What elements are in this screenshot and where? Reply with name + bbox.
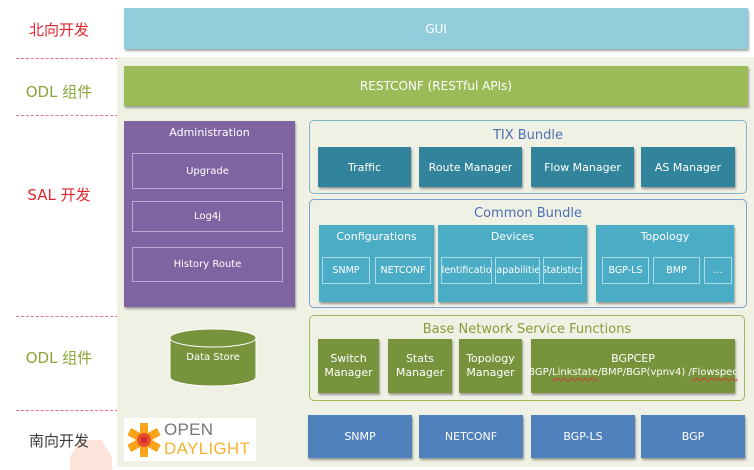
layer-label-odl-components-bottom: ODL 组件: [25, 348, 93, 367]
admin-item-history-route: History Route: [132, 247, 283, 282]
bnsf-item-stats-manager: Stats Manager: [388, 339, 452, 393]
bgpcep-protocols: BGP/Linkstate/BMP/BGP(vpnv4) /Flowspec: [528, 367, 738, 378]
restconf-label: RESTCONF (RESTful APIs): [359, 79, 513, 93]
bnsf-item-line: Stats: [405, 352, 435, 365]
bnsf-item-switch-manager: Switch Manager: [318, 339, 379, 393]
bgpcep-title: BGPCEP: [611, 352, 655, 365]
common-bundle-title: Common Bundle: [474, 206, 582, 221]
restconf-layer: RESTCONF (RESTful APIs): [124, 66, 748, 106]
southbound-item-netconf: NETCONF: [419, 415, 523, 458]
administration-title: Administration: [169, 126, 250, 139]
configurations-title: Configurations: [336, 230, 417, 243]
tix-item-flow-manager: Flow Manager: [531, 147, 634, 187]
gui-label: GUI: [425, 21, 447, 36]
logo-text-daylight: DAYLIGHT: [164, 439, 251, 458]
bnsf-item-line: Manager: [466, 366, 515, 379]
topology-item-bmp: BMP: [653, 257, 700, 284]
database-cylinder-icon: [169, 328, 257, 387]
gui-layer: GUI: [124, 8, 748, 49]
base-network-service-title: Base Network Service Functions: [422, 322, 632, 337]
layer-label-northbound: 北向开发: [28, 20, 89, 39]
device-item-capabilities: Capabilities: [495, 257, 540, 284]
tix-bundle-title: TIX Bundle: [492, 128, 564, 143]
devices-title: Devices: [490, 230, 535, 243]
administration-panel: Administration Upgrade Log4j History Rou…: [124, 121, 295, 307]
layer-divider: [16, 115, 118, 116]
device-item-identification: Identification: [441, 257, 492, 284]
layer-label-sal-development: SAL 开发: [27, 185, 91, 204]
bnsf-item-line: Manager: [395, 366, 445, 379]
bnsf-item-bgpcep: BGPCEP BGP/Linkstate/BMP/BGP(vpnv4) /Flo…: [528, 339, 738, 393]
layer-divider: [16, 316, 118, 317]
layer-label-southbound: 南向开发: [28, 431, 89, 450]
tix-item-as-manager: AS Manager: [641, 147, 735, 187]
layer-divider: [16, 58, 118, 59]
data-store-label: Data Store: [186, 352, 240, 363]
layer-divider: [16, 410, 118, 411]
config-item-netconf: NETCONF: [375, 257, 431, 284]
device-item-statistics: Statistics: [543, 257, 582, 284]
opendaylight-asterisk-icon: [127, 423, 161, 457]
bnsf-item-line: Manager: [324, 366, 373, 379]
admin-item-upgrade: Upgrade: [132, 153, 283, 189]
bnsf-item-line: Switch: [330, 352, 367, 365]
data-store: Data Store: [169, 328, 257, 388]
bnsf-item-topology-manager: Topology Manager: [459, 339, 522, 393]
logo-text-open: OPEN: [164, 420, 214, 439]
tix-item-traffic: Traffic: [318, 147, 411, 187]
topology-item-bgp-ls: BGP-LS: [602, 257, 649, 284]
southbound-item-bgp: BGP: [641, 415, 745, 458]
southbound-item-bgp-ls: BGP-LS: [531, 415, 635, 458]
topology-box: Topology BGP-LS BMP ...: [596, 225, 734, 302]
opendaylight-logo: OPEN DAYLIGHT: [124, 418, 256, 461]
bnsf-item-line: Topology: [466, 352, 515, 365]
layer-label-odl-components-top: ODL 组件: [25, 82, 93, 101]
configurations-box: Configurations SNMP NETCONF: [319, 225, 434, 302]
admin-item-log4j: Log4j: [132, 201, 283, 232]
devices-box: Devices Identification Capabilities Stat…: [438, 225, 587, 302]
config-item-snmp: SNMP: [322, 257, 370, 284]
southbound-item-snmp: SNMP: [308, 415, 412, 458]
topology-item-more: ...: [704, 257, 732, 284]
topology-title: Topology: [640, 230, 690, 243]
tix-item-route-manager: Route Manager: [419, 147, 522, 187]
